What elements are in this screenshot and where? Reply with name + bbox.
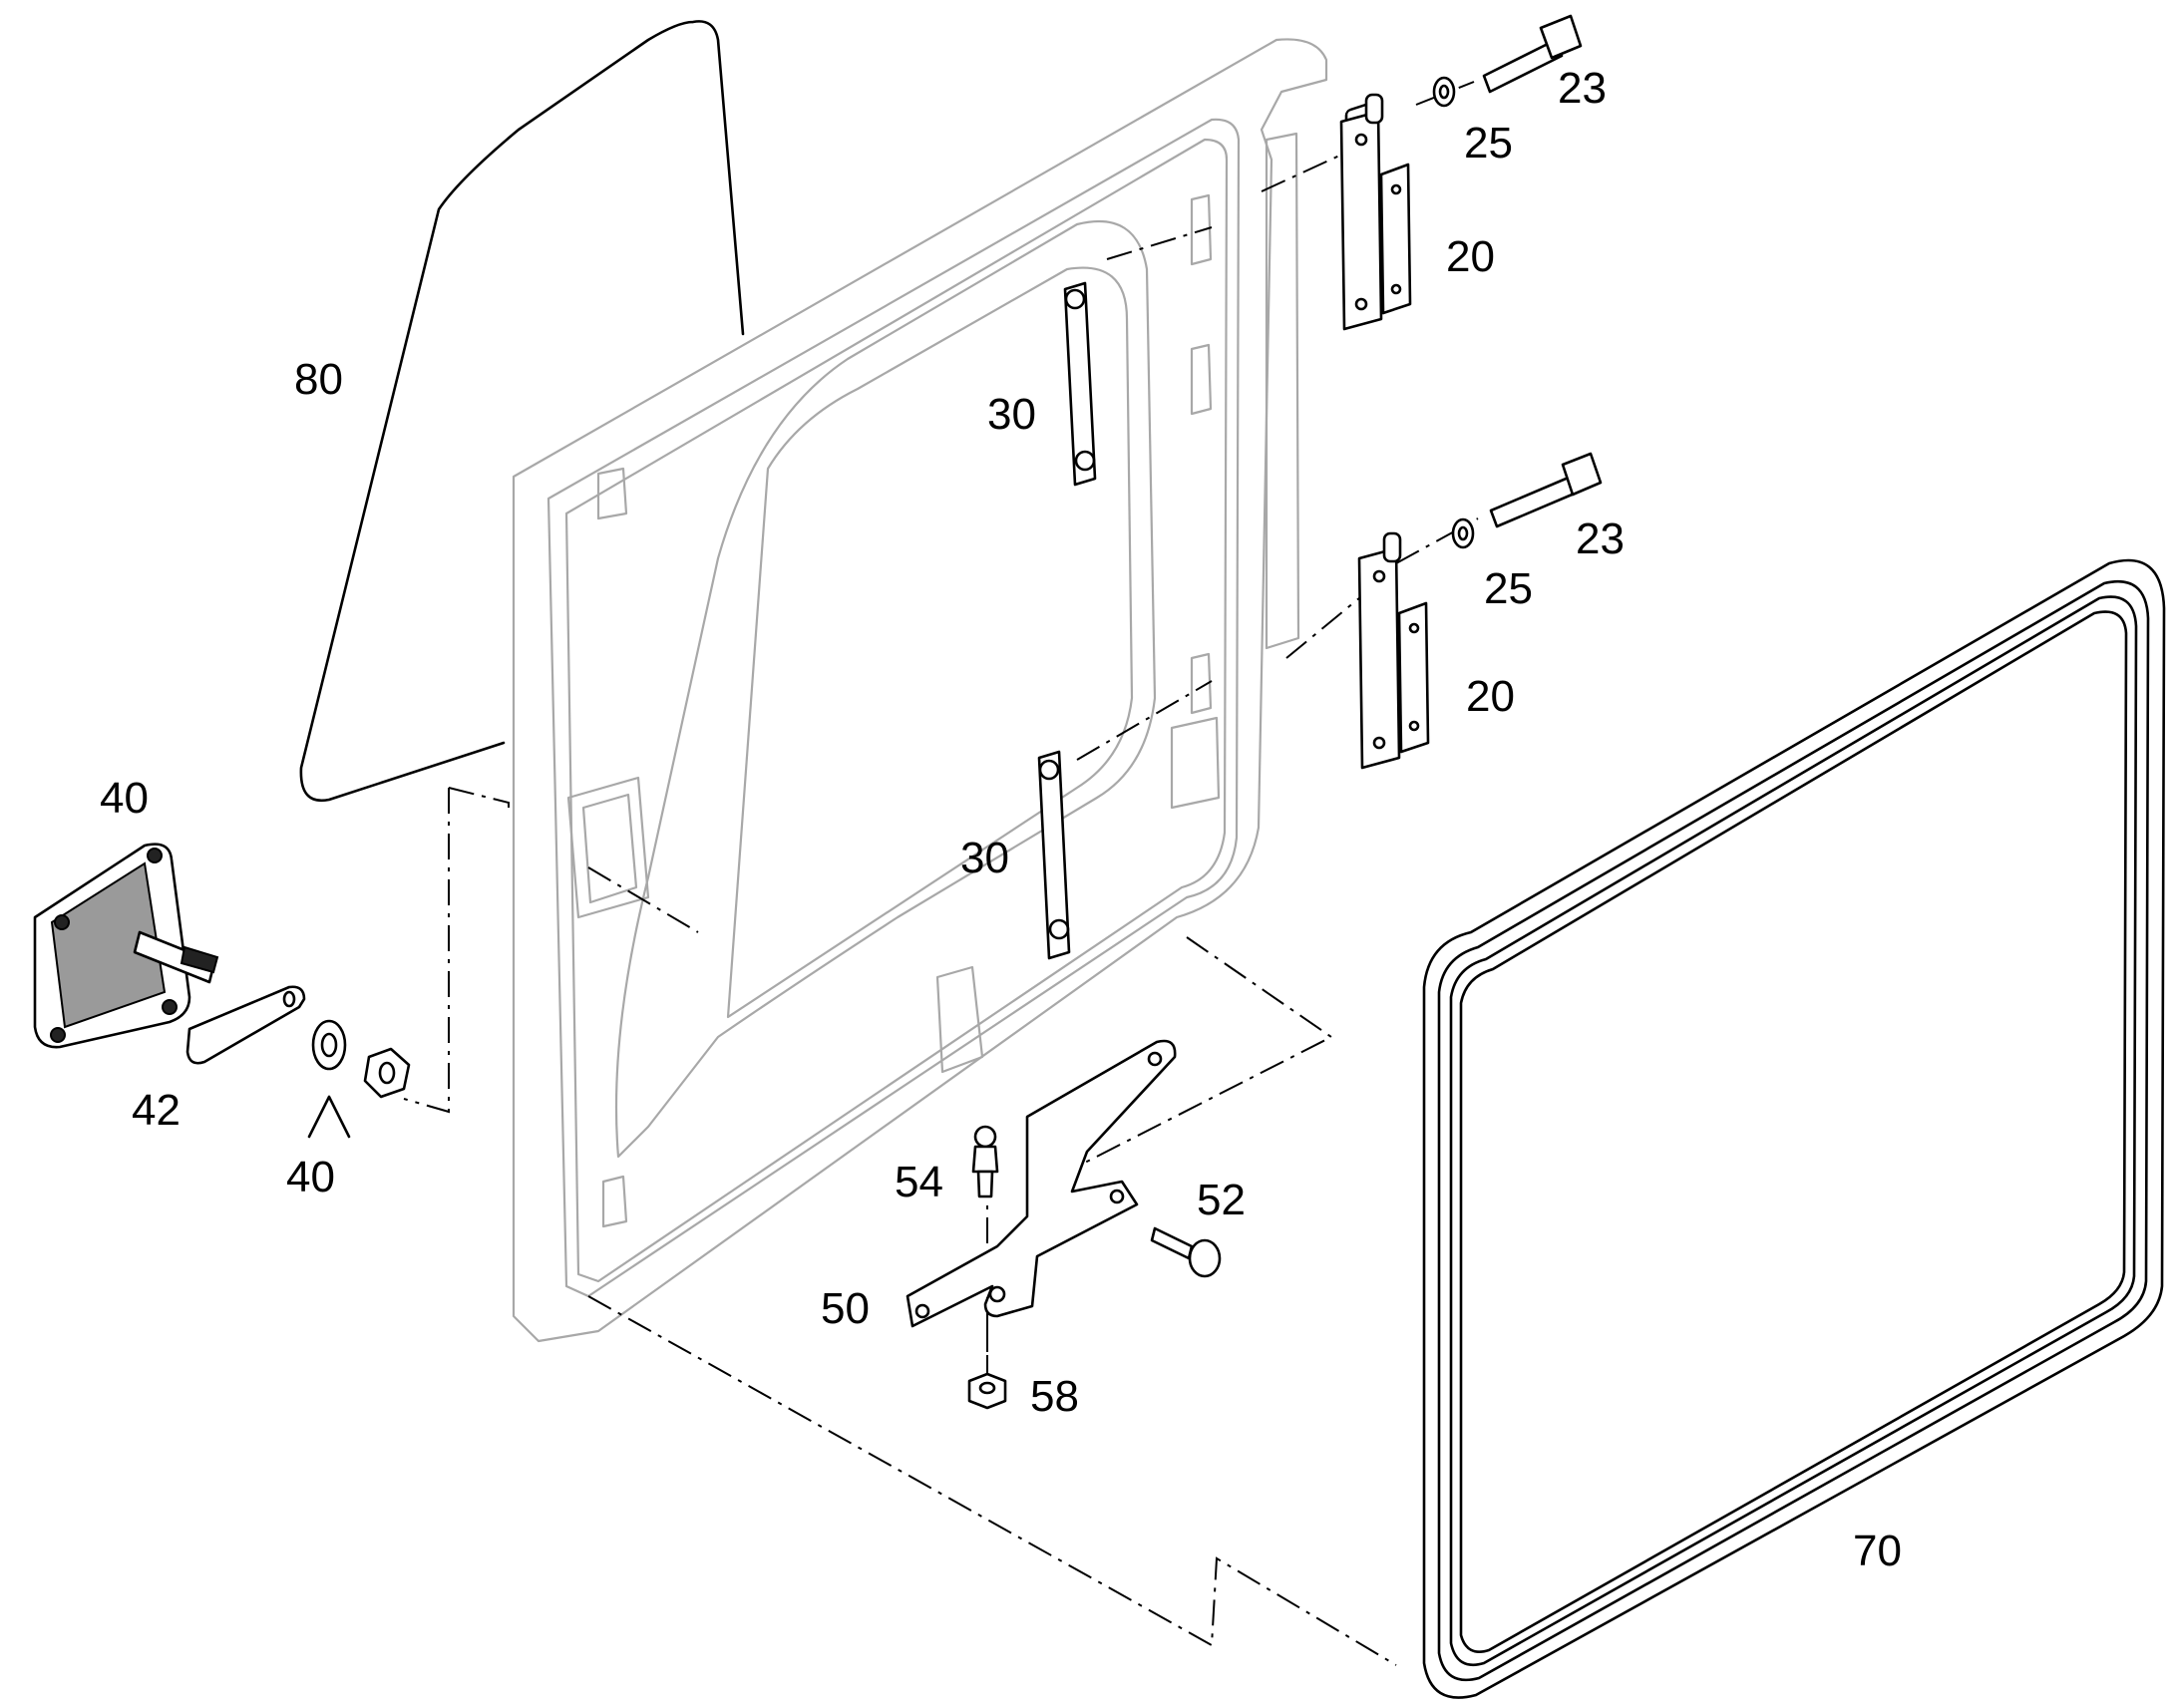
upper-hinge <box>1339 93 1412 331</box>
label-52: 52 <box>1197 1176 1246 1224</box>
label-58: 58 <box>1030 1372 1079 1421</box>
label-42: 42 <box>132 1086 181 1135</box>
label-70: 70 <box>1853 1527 1902 1575</box>
bracket-50 <box>906 1039 1177 1328</box>
strip-42 <box>185 985 306 1065</box>
lamp <box>33 843 219 1049</box>
label-50: 50 <box>821 1284 870 1333</box>
label-30-lower: 30 <box>960 834 1009 882</box>
label-23-lower: 23 <box>1576 514 1625 563</box>
nut-58 <box>967 1372 1007 1410</box>
door-frame <box>512 38 1328 1343</box>
leader-40 <box>307 1095 351 1139</box>
label-23-upper: 23 <box>1558 64 1607 113</box>
nut-40 <box>363 1047 411 1099</box>
upper-washer <box>1432 76 1456 108</box>
glass-pane <box>299 20 745 803</box>
label-40-top: 40 <box>100 774 149 823</box>
label-30-upper: 30 <box>987 390 1036 439</box>
label-25-upper: 25 <box>1464 119 1513 168</box>
screw-52 <box>1150 1226 1222 1278</box>
label-54: 54 <box>895 1158 943 1206</box>
assembly-lines <box>403 81 1479 1666</box>
label-25-lower: 25 <box>1484 564 1533 613</box>
lower-hinge <box>1357 531 1430 770</box>
lower-bolt <box>1489 452 1603 528</box>
washer-40 <box>311 1019 347 1071</box>
label-80: 80 <box>294 355 343 404</box>
seal-70 <box>1422 558 2166 1699</box>
lower-link <box>1037 750 1071 960</box>
lower-washer <box>1451 517 1475 549</box>
upper-bolt <box>1482 14 1583 94</box>
upper-link <box>1063 281 1097 487</box>
label-20-lower: 20 <box>1466 672 1515 721</box>
label-40-bottom: 40 <box>286 1153 335 1201</box>
label-20-upper: 20 <box>1446 232 1495 281</box>
ball-stud-54 <box>971 1125 999 1198</box>
